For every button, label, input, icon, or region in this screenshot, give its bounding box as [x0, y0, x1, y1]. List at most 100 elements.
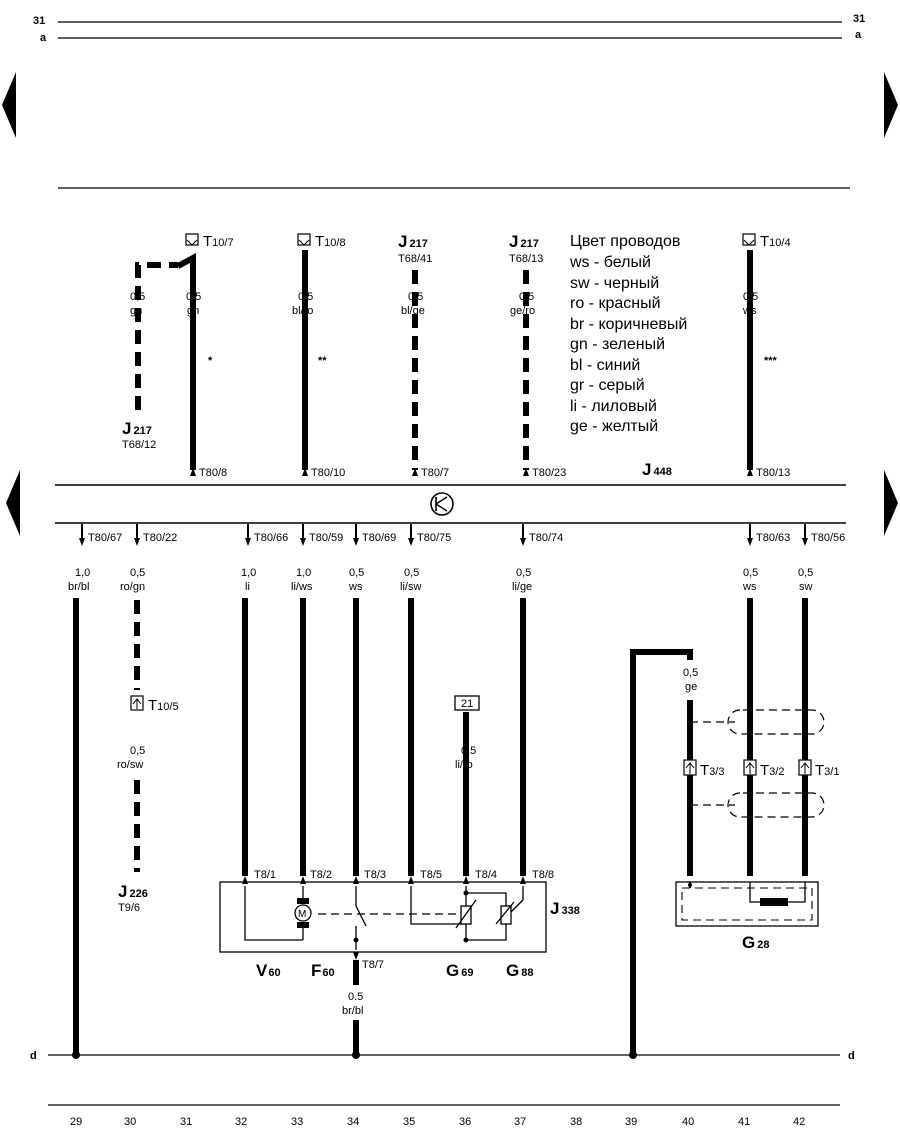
column-number: 37 [514, 1116, 526, 1128]
column-number: 41 [738, 1116, 750, 1128]
column-number: 29 [70, 1116, 82, 1128]
bw7-size: 0,5 [743, 567, 758, 579]
w6-size: 0,5 [743, 291, 758, 303]
column-number: 34 [347, 1116, 359, 1128]
j338-pin-arrows [242, 876, 526, 884]
j338-pin: T8/5 [420, 869, 442, 881]
t3-3-connector-icon [683, 759, 697, 776]
g28-connector-label: T3/2 [760, 762, 784, 779]
column-number: 38 [570, 1116, 582, 1128]
column-number: 36 [459, 1116, 471, 1128]
column-number: 42 [793, 1116, 805, 1128]
w4-size: 0,5 [408, 291, 423, 303]
cable-shield-lower [687, 792, 825, 818]
bw8-color: sw [799, 581, 813, 593]
column-numbers: 29 30 31 32 33 34 35 36 37 38 39 40 41 4… [70, 1116, 805, 1128]
bw8-pin: T80/56 [811, 532, 845, 544]
legend-item: bl - синий [570, 357, 640, 374]
g28-wire-size: 0,5 [683, 667, 698, 679]
w2-color: gn [187, 305, 199, 317]
column-number: 39 [625, 1116, 637, 1128]
j338-pin: T8/1 [254, 869, 276, 881]
w4-color: bl/ge [401, 305, 425, 317]
w3-size: 0,5 [298, 291, 313, 303]
legend-item: ws - белый [569, 254, 651, 271]
w5-source: T68/13 [509, 253, 543, 265]
cable-shield-upper [687, 709, 825, 735]
col30-color: ro/sw [117, 759, 143, 771]
bw7-color: ws [742, 581, 757, 593]
prev-page-arrow-top[interactable] [2, 72, 16, 138]
bw4-pin: T80/69 [362, 532, 396, 544]
margin-letter-right: a [855, 29, 862, 41]
j338-pin: T8/4 [475, 869, 497, 881]
bw7-pin: T80/63 [756, 532, 790, 544]
ground-node [629, 1051, 637, 1059]
ref-box-21-label: 21 [461, 698, 473, 710]
wire-j217-t68-12 [135, 262, 178, 410]
ref21-color: li/ro [455, 759, 473, 771]
g28-connector-label: T3/3 [700, 762, 724, 779]
margin-number-left: 31 [33, 15, 45, 27]
bw5-color: li/sw [400, 581, 421, 593]
ground-node [72, 1051, 80, 1059]
wire-t10-7 [176, 253, 196, 470]
t10-4-connector-icon [742, 233, 756, 246]
component-label: F60 [311, 961, 335, 980]
prev-page-arrow-bottom[interactable] [6, 470, 20, 536]
w3-pin: T80/10 [311, 467, 345, 479]
next-page-arrow-bottom[interactable] [884, 470, 898, 536]
bw3-pin: T80/59 [309, 532, 343, 544]
bw4-color: ws [348, 581, 363, 593]
ground-letter-left: d [30, 1050, 37, 1062]
wire-color-legend: Цвет проводов ws - белый sw - черный ro … [569, 233, 687, 435]
j338-housing [219, 881, 547, 953]
ref-box-21[interactable] [454, 695, 480, 711]
bottom-wire-stubs [81, 524, 806, 540]
w6-pin: T80/13 [756, 467, 790, 479]
bw6-size: 0,5 [516, 567, 531, 579]
w4-pin: T80/7 [421, 467, 449, 479]
transistor-symbol [430, 492, 454, 516]
legend-item: li - лиловый [570, 398, 657, 415]
w3-connector: T10/8 [315, 233, 346, 250]
w2-pin: T80/8 [199, 467, 227, 479]
t8-7-color: br/bl [342, 1005, 363, 1017]
column-number: 31 [180, 1116, 192, 1128]
next-page-arrow-top[interactable] [884, 72, 898, 138]
w5-pin: T80/23 [532, 467, 566, 479]
w1-size: 0,5 [130, 291, 145, 303]
w1-color: gn [130, 305, 142, 317]
component-label: V60 [256, 961, 281, 980]
t10-7-connector-icon [185, 233, 199, 246]
legend-item: ro - красный [570, 295, 661, 312]
ground-letter-right: d [848, 1050, 855, 1062]
t3-1-connector-icon [798, 759, 812, 776]
w2-size: 0,5 [186, 291, 201, 303]
bw8-size: 0,5 [798, 567, 813, 579]
j338-pin: T8/2 [310, 869, 332, 881]
t8-7-pin: T8/7 [362, 959, 384, 971]
bw0-color: br/bl [68, 581, 89, 593]
t10-5-connector-icon [130, 695, 144, 711]
bw1-size: 0,5 [130, 567, 145, 579]
col30-dest-pin: T9/6 [118, 902, 140, 914]
bw6-color: li/ge [512, 581, 532, 593]
bw5-size: 0,5 [404, 567, 419, 579]
bw2-size: 1,0 [241, 567, 256, 579]
g28-housing [675, 881, 819, 927]
column-number: 35 [403, 1116, 415, 1128]
t8-7-size: 0.5 [348, 991, 363, 1003]
bw1-color: ro/gn [120, 581, 145, 593]
j338-pin: T8/8 [532, 869, 554, 881]
t3-2-connector-icon [743, 759, 757, 776]
w2-connector: T10/7 [203, 233, 234, 250]
margin-number-right: 31 [853, 13, 865, 25]
bw0-size: 1,0 [75, 567, 90, 579]
bw5-pin: T80/75 [417, 532, 451, 544]
